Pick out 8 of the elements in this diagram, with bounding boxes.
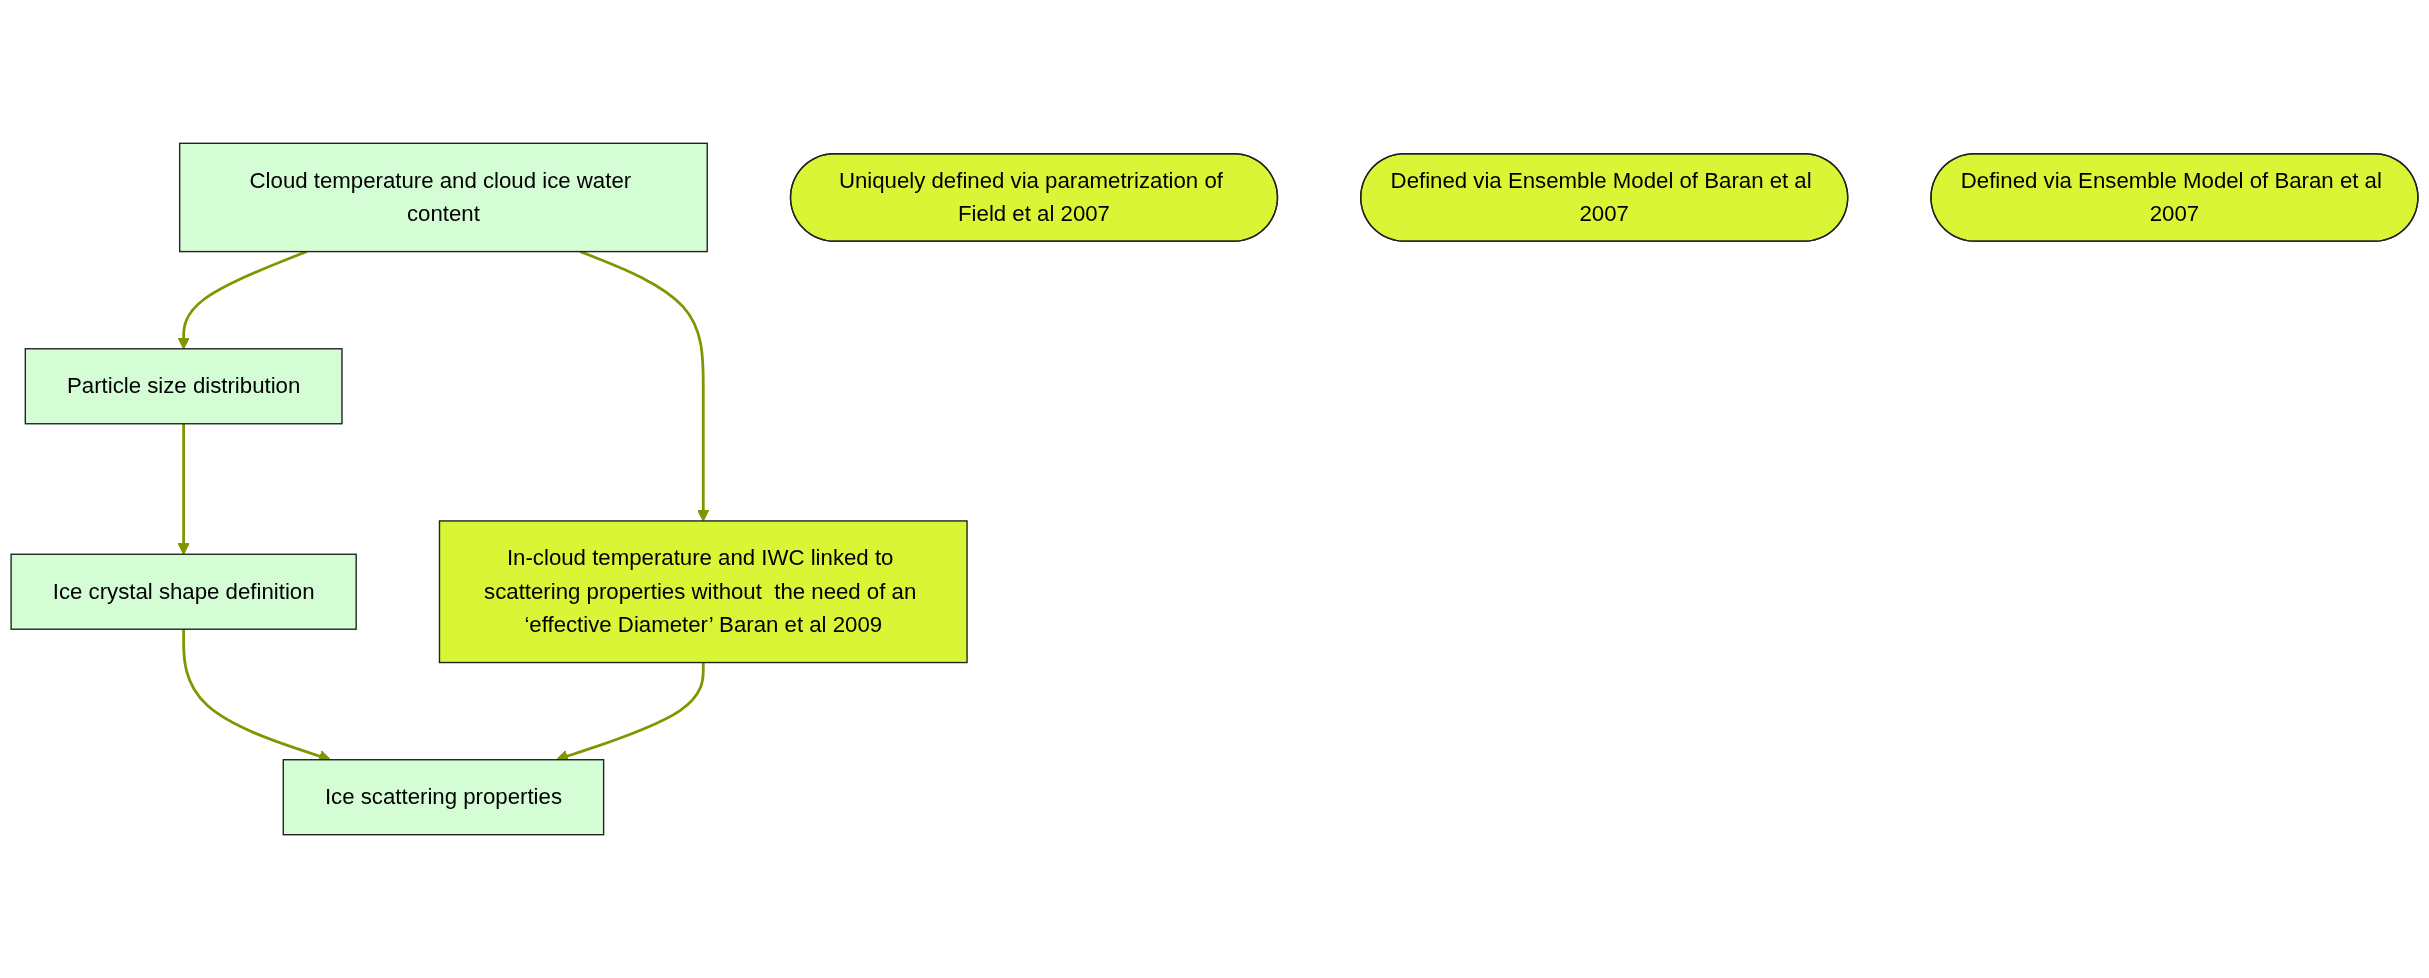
arrow <box>579 250 710 522</box>
arrow <box>177 250 308 350</box>
arrow <box>177 423 190 555</box>
node-box: In-cloud temperature and IWC linked to scattering properties without the need of an ‘effective Diameter’ Baran et al 2009 <box>438 520 968 664</box>
node-box: Particle size distribution <box>24 348 343 425</box>
node-box: Ice crystal shape definition <box>10 553 357 630</box>
node-box: Ice scattering properties <box>282 759 605 836</box>
node-box: Cloud temperature and cloud ice water content <box>178 142 708 253</box>
